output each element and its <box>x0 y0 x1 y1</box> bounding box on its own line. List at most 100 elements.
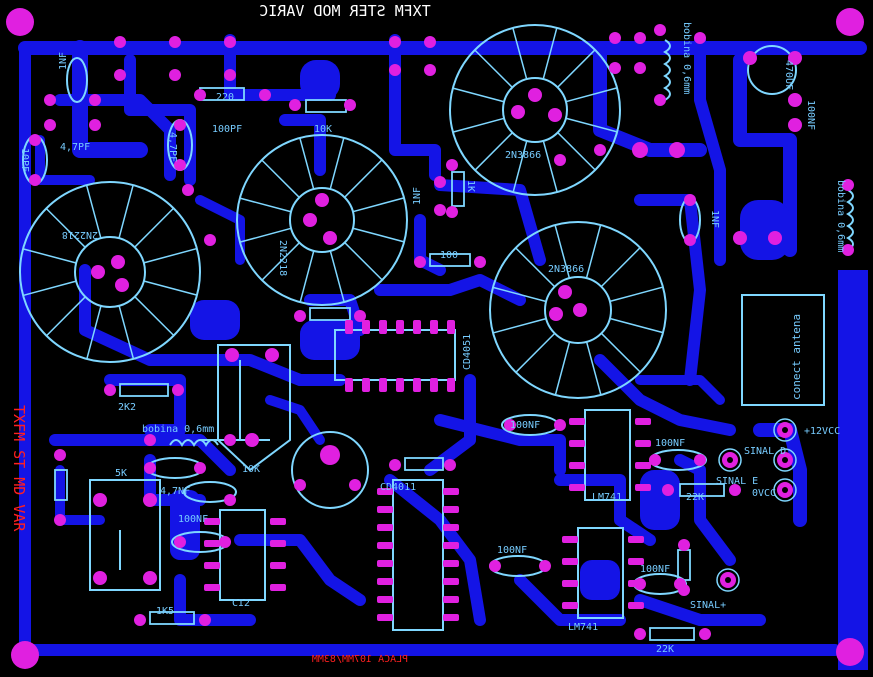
label-sinal-e: SINAL E <box>716 476 758 487</box>
heatsink-spoke <box>557 49 596 88</box>
ic-pad <box>635 418 651 425</box>
ic-pad <box>270 518 286 525</box>
label-1nf-left: 1NF <box>58 52 69 70</box>
heatsink-spoke <box>352 197 405 213</box>
label-bobina-left: bobina 0,6mm <box>142 424 214 435</box>
ic-pad <box>204 518 220 525</box>
ic-pad <box>562 536 578 543</box>
ic-pad <box>270 584 286 591</box>
ic-outline-lm741-b <box>577 527 624 619</box>
label-sinal-d: SINAL D <box>744 446 786 457</box>
capacitor-outline-470uf <box>747 45 797 95</box>
heatsink-spoke <box>600 247 641 288</box>
heatsink-spoke <box>452 87 505 103</box>
ic-pad <box>635 440 651 447</box>
heatsink-spoke <box>22 248 77 264</box>
ic-pad <box>377 524 393 531</box>
heatsink-spoke <box>474 49 513 88</box>
label-470uf: 470UF <box>783 60 794 90</box>
label-t2: 2N2218 <box>277 240 288 276</box>
label-cd4011: CD4011 <box>380 482 416 493</box>
label-sinal-plus: SINAL+ <box>690 600 726 611</box>
ic-pad <box>562 558 578 565</box>
transistor-outline-t4 <box>489 221 667 399</box>
ic-pad <box>447 378 455 392</box>
label-4-7pf-b: 4,7PF <box>167 132 178 162</box>
label-cd4051: CD4051 <box>462 334 473 370</box>
ic-pad <box>362 378 370 392</box>
ic-pad <box>270 562 286 569</box>
label-t4: 2N3866 <box>548 264 584 275</box>
ic-pad <box>443 578 459 585</box>
label-1nf-right: 1NF <box>709 210 720 228</box>
heatsink-spoke <box>352 227 405 243</box>
label-bobina-right: bobina 0,6mm <box>835 180 846 252</box>
ic-pad <box>377 614 393 621</box>
transistor-outline-t2 <box>236 134 408 306</box>
ic-pads <box>204 320 651 621</box>
ic-pad <box>345 320 353 334</box>
ic-pad <box>628 536 644 543</box>
heatsink-spoke <box>45 207 86 248</box>
resistor-bodies <box>54 87 725 641</box>
label-12vcc: +12VCC <box>804 426 840 437</box>
heatsink-spoke <box>492 286 547 303</box>
heatsink-spoke <box>329 250 345 303</box>
ic-pad <box>569 418 585 425</box>
ic-outline-lm741-a <box>584 409 631 501</box>
heatsink-spoke <box>45 296 86 337</box>
ic-pad <box>396 378 404 392</box>
heatsink-spoke <box>134 296 175 337</box>
round-pads <box>6 8 864 669</box>
transistor-core-t3 <box>502 77 568 143</box>
label-4-7pf-a: 4,7PF <box>60 142 90 153</box>
label-5k: 5K <box>115 468 127 479</box>
board-footer: PLACA 107MM/83MM <box>312 654 408 665</box>
ic-pad <box>447 320 455 334</box>
heatsink-spoke <box>512 140 528 193</box>
heatsink-spoke <box>492 317 547 334</box>
heatsink-spoke <box>22 280 77 297</box>
heatsink-spoke <box>557 132 596 171</box>
copper-blobs <box>170 60 790 600</box>
label-22k-a: 22K <box>686 492 704 503</box>
heatsink-spoke <box>239 227 292 243</box>
label-10k-top: 10K <box>314 124 332 135</box>
label-0vcc: 0VCC <box>752 488 776 499</box>
ic-pad <box>569 462 585 469</box>
heatsink-spoke <box>554 224 571 279</box>
heatsink-spoke <box>609 317 664 334</box>
label-ci2: CI2 <box>232 598 250 609</box>
ic-pad <box>628 602 644 609</box>
label-100nf-b: 100NF <box>510 420 540 431</box>
heatsink-spoke <box>565 87 618 103</box>
ic-pad <box>270 540 286 547</box>
trimmer-outline-5k <box>89 479 161 591</box>
trimmer-outline-10k <box>217 344 291 472</box>
ic-pad <box>377 578 393 585</box>
label-100pf: 100PF <box>212 124 242 135</box>
ic-outline-cd4051 <box>392 479 444 631</box>
heatsink-spoke <box>299 137 315 190</box>
board-title-left: TXFM ST MD VAR <box>10 405 28 532</box>
ic-pad <box>443 614 459 621</box>
capacitor-outline-large <box>291 431 369 509</box>
heatsink-spoke <box>261 159 300 198</box>
heatsink-spoke <box>452 117 505 133</box>
right-copper-bus <box>838 270 868 670</box>
label-1nf-mid: 1NF <box>412 187 423 205</box>
heatsink-spoke <box>118 305 135 360</box>
heatsink-spoke <box>143 280 198 296</box>
label-100nf-d: 100NF <box>497 545 527 556</box>
ic-pad <box>362 320 370 334</box>
ic-pad <box>569 484 585 491</box>
heatsink-spoke <box>344 159 383 198</box>
label-1k-mid: 1K <box>465 180 476 192</box>
transistor-core-t1 <box>74 236 146 308</box>
ic-pad <box>628 558 644 565</box>
ic-pad <box>204 540 220 547</box>
ic-pad <box>443 560 459 567</box>
connector-pad-rings <box>716 418 797 592</box>
ic-pad <box>204 584 220 591</box>
